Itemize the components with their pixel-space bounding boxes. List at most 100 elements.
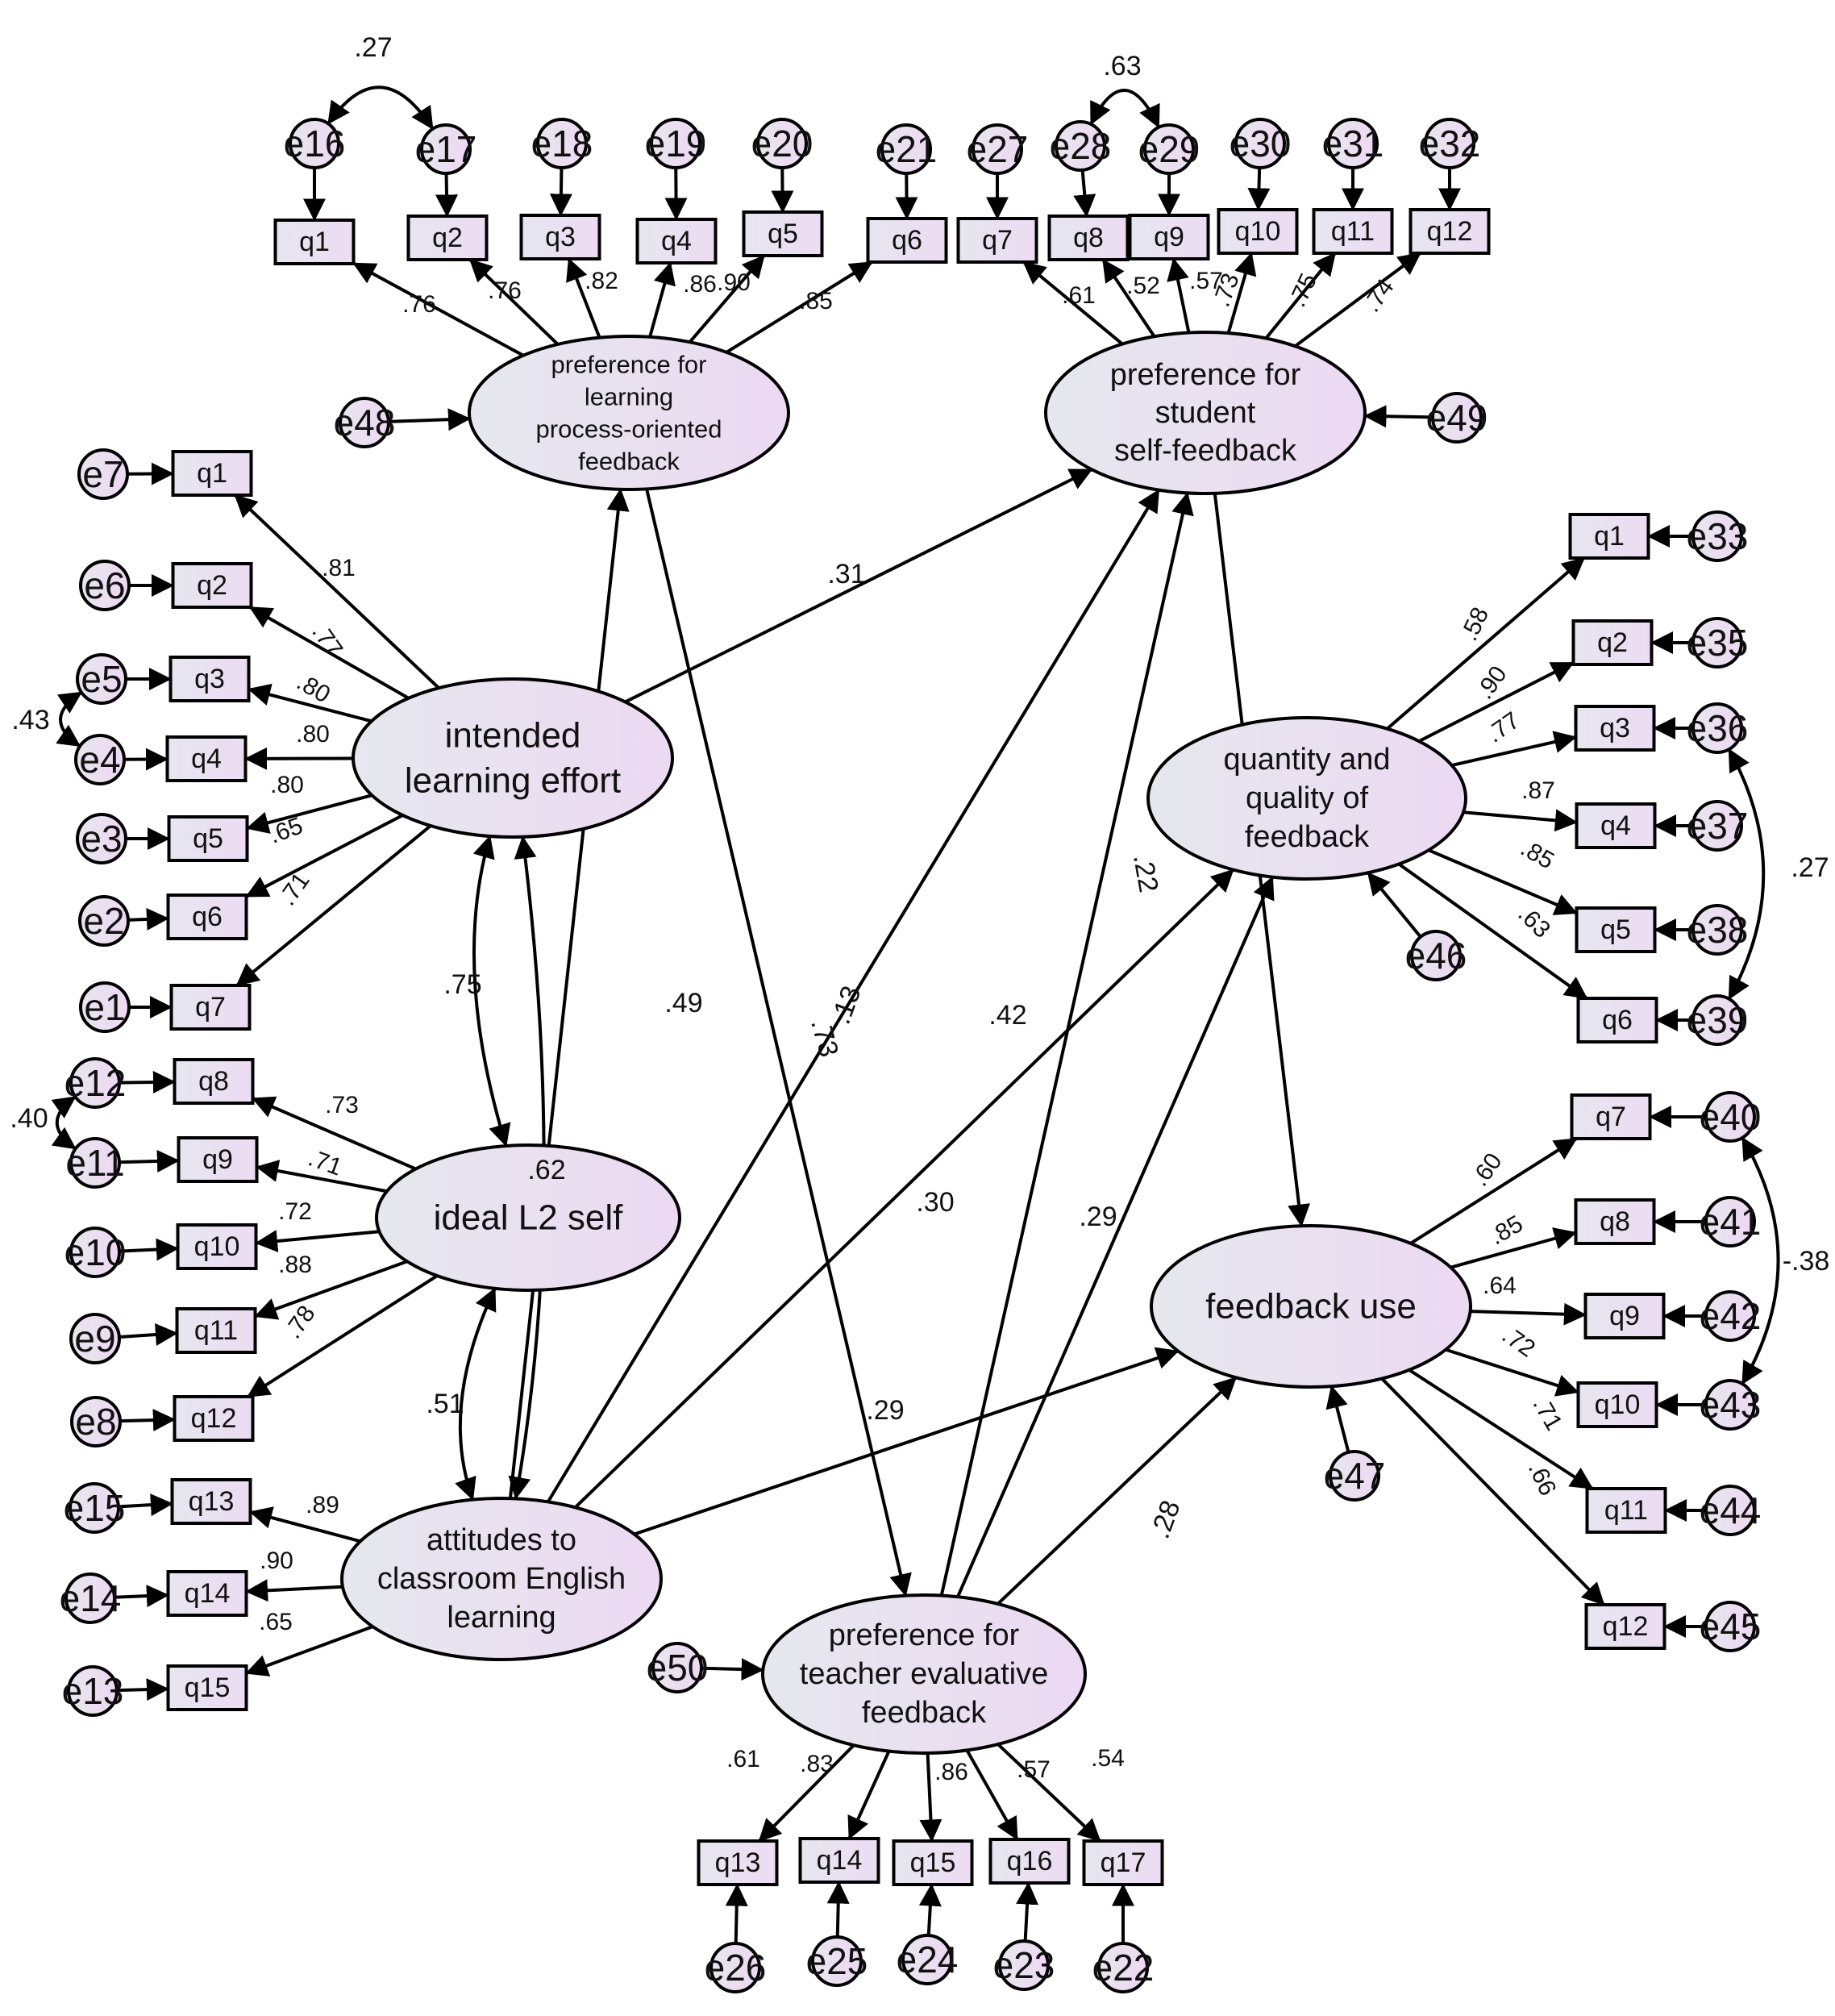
indicator-r4: q4 [1575,802,1657,849]
path-fu-to-u11 [1408,1368,1594,1490]
error-label-e22: e22 [1092,1947,1155,1989]
latent-qqf: quantity and quality of feedback [1146,716,1467,881]
latent-label-qqf: quantity and [1223,743,1390,777]
indicator-s10: q10 [1217,208,1299,255]
coefficient-pssf-q12: .74 [1359,274,1400,317]
path-pte-to-t17 [997,1743,1101,1843]
indicator-label-p6: q6 [892,225,922,256]
path-e9-to-d11 [119,1323,178,1346]
error-term-e6: e6 [79,560,131,611]
path-e28-to-s8 [1073,169,1096,218]
error-term-e8: e8 [70,1396,122,1447]
latent-label-qqf: quality of [1246,781,1369,815]
indicator-a15: q15 [166,1664,248,1711]
error-term-e43: e43 [1700,1379,1761,1431]
indicator-label-d8: q8 [198,1066,229,1097]
latent-label-ile: learning effort [405,761,621,801]
indicator-r6: q6 [1576,997,1658,1043]
path-ile-to-i5 [246,793,372,834]
error-label-e26: e26 [705,1947,767,1989]
cov-e11-e12 [51,1095,77,1151]
cov-e16-e17 [327,85,435,130]
indicator-label-p2: q2 [432,223,463,253]
coefficient-cov-ile-il2: .75 [443,969,481,1000]
coefficient-ile-q1: .81 [322,555,356,581]
path-e12-to-d8 [119,1071,176,1094]
path-qqf-to-r2 [1418,660,1575,743]
path-pte-to-qqf [956,876,1275,1597]
error-label-e32: e32 [1419,123,1481,165]
error-term-e32: e32 [1419,118,1481,169]
path-acel-to-pssf [547,489,1160,1503]
indicator-r2: q2 [1571,619,1654,666]
indicator-i5: q5 [167,815,249,862]
error-label-e33: e33 [1687,515,1749,557]
coefficient-fu-q9: .64 [1483,1272,1517,1299]
coefficient-pssf-fu: .22 [1127,852,1164,895]
error-label-e12: e12 [64,1062,127,1104]
coefficient-label-layer: .76.76.82.86.90.85.61.52.57.73.75.74.81.… [10,32,1829,1785]
coefficient-cov-e4-e5: .43 [11,705,49,735]
latent-ellipse-qqf [1146,716,1467,881]
coefficient-cov-e28-e29: .63 [1103,51,1141,81]
error-term-e41: e41 [1700,1196,1761,1248]
path-fu-to-u9 [1470,1302,1587,1326]
latent-label-pte: teacher evaluative [800,1657,1048,1691]
path-pssf-to-s11 [1264,252,1337,339]
indicator-t13: q13 [697,1839,779,1886]
indicator-label-i4: q4 [191,744,222,774]
error-label-e50: e50 [647,1647,709,1689]
indicator-label-s12: q12 [1427,216,1473,247]
error-term-e18: e18 [531,118,593,169]
error-term-e31: e31 [1322,118,1384,169]
error-term-e21: e21 [876,123,937,175]
indicator-r5: q5 [1575,906,1657,953]
error-label-e11: e11 [65,1142,124,1184]
path-fu-to-u12 [1380,1377,1605,1606]
coefficient-pte-qqf: .29 [1079,1202,1117,1232]
path-pssf-to-s8 [1101,258,1156,338]
error-term-e46: e46 [1405,930,1467,981]
path-qqf-to-r6 [1397,862,1588,1000]
path-il2-to-d9 [256,1160,388,1193]
error-term-e25: e25 [806,1935,868,1987]
indicator-i1: q1 [171,450,253,497]
indicator-label-d9: q9 [202,1144,233,1175]
error-label-e39: e39 [1687,999,1749,1041]
path-e23-to-t16 [1016,1881,1039,1942]
path-e26-to-t13 [725,1883,748,1944]
error-label-e27: e27 [967,128,1029,170]
error-term-e23: e23 [993,1939,1055,1991]
latent-ile: intended learning effort [352,677,674,839]
error-label-e8: e8 [75,1401,116,1443]
indicator-i2: q2 [171,562,253,609]
indicator-i6: q6 [166,893,248,940]
indicator-p5: q5 [742,210,824,257]
path-fu-to-u10 [1445,1347,1579,1397]
coefficient-plpf-q4: .86 [683,271,717,298]
path-il2-to-d11 [254,1260,408,1320]
coefficient-ile-pssf: .31 [827,559,865,589]
latent-il2: ideal L2 self [375,1143,681,1292]
error-label-e7: e7 [82,453,123,495]
indicator-u11: q11 [1585,1487,1667,1534]
path-e50-to-pte [701,1658,764,1681]
error-label-e25: e25 [806,1940,868,1982]
path-e25-to-t14 [826,1881,850,1938]
latent-label-ile: intended [445,716,581,756]
coefficient-cov-e16-e17: .27 [354,32,392,63]
path-ile-to-i6 [245,814,404,898]
path-plpf-to-p4 [648,261,676,338]
indicator-label-d10: q10 [194,1231,240,1262]
cov-e36-e39 [1727,748,1766,1000]
coefficient-pte-q15: .86 [934,1759,968,1785]
coefficient-plpf-q5: .90 [717,269,751,296]
path-fu-to-u8 [1450,1227,1577,1269]
error-term-e36: e36 [1687,702,1748,754]
indicator-d11: q11 [175,1307,257,1354]
latent-label-qqf: feedback [1245,820,1370,854]
indicator-u10: q10 [1576,1381,1658,1428]
indicator-a14: q14 [166,1570,248,1617]
error-label-e24: e24 [897,1939,959,1981]
